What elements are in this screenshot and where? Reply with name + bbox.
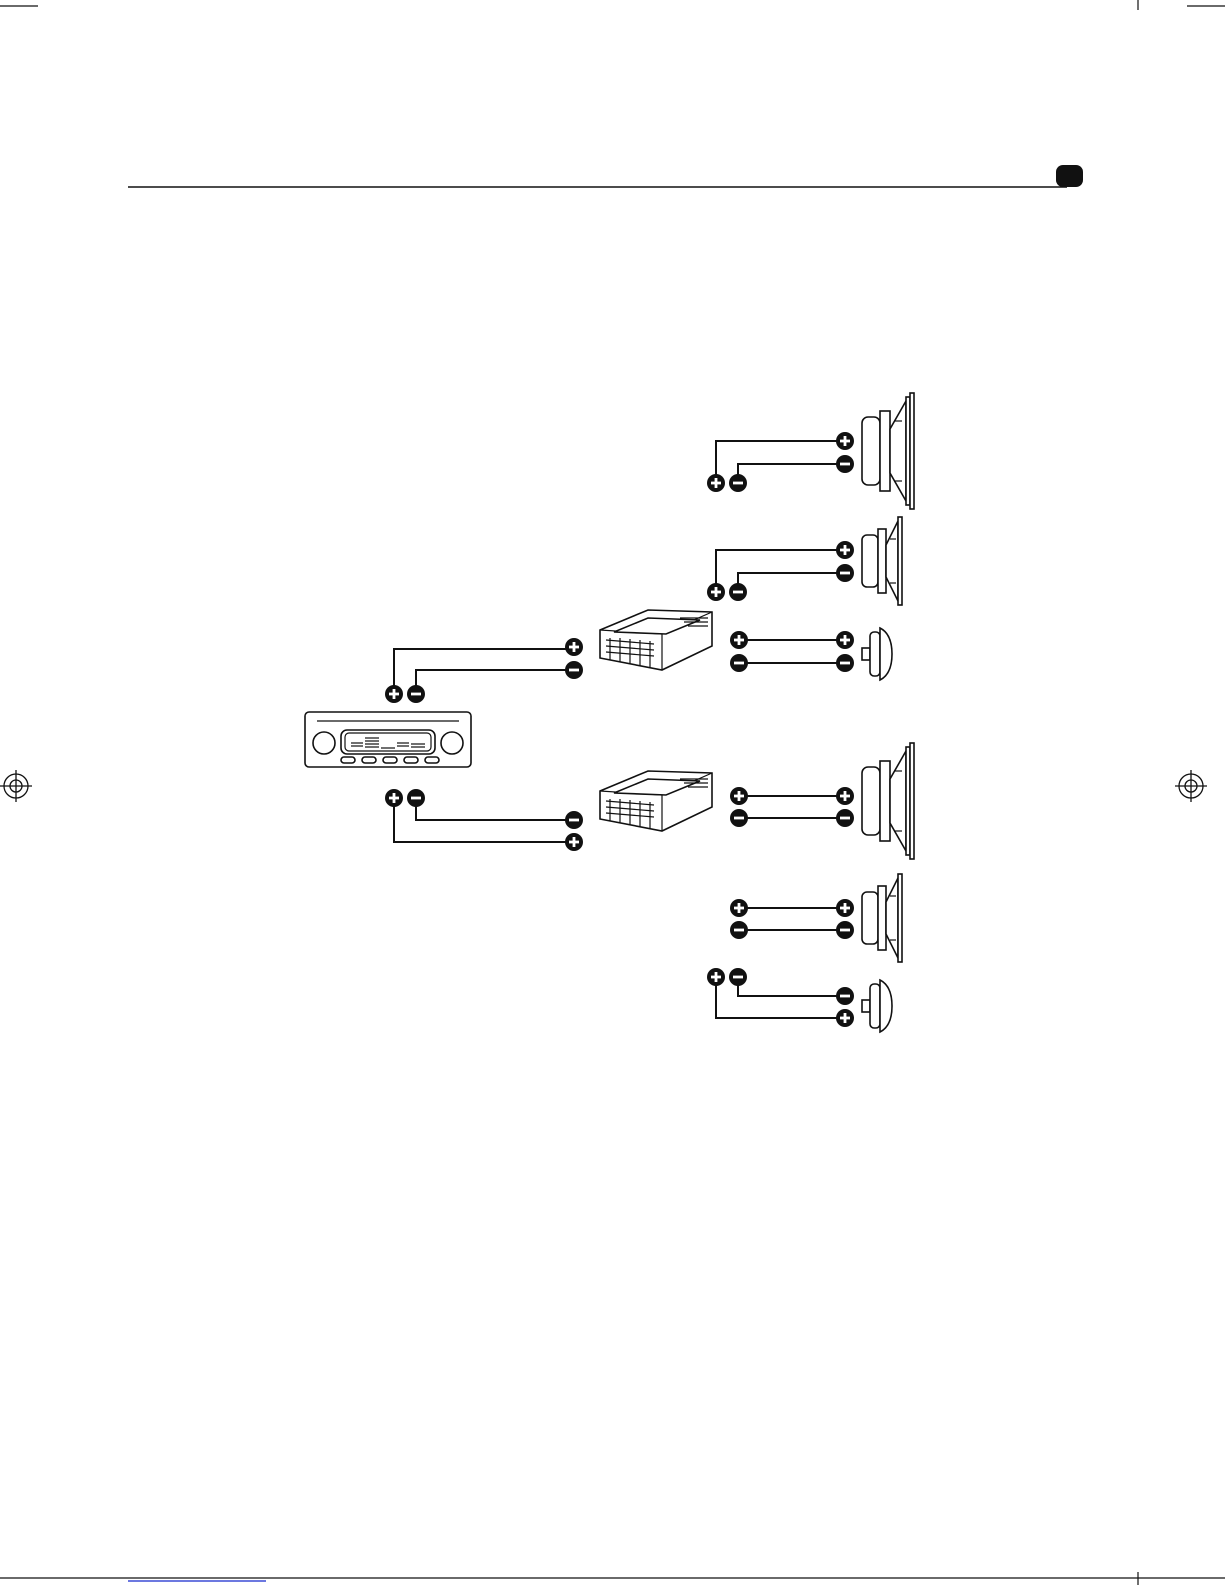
plus-terminal-icon <box>730 787 748 805</box>
minus-terminal-icon <box>407 685 425 703</box>
tweeter-icon <box>862 628 892 680</box>
head-unit-front-output <box>385 638 583 703</box>
registration-mark-right <box>1175 770 1207 802</box>
crossover-icon <box>600 771 712 831</box>
plus-terminal-icon <box>565 638 583 656</box>
minus-terminal-icon <box>565 661 583 679</box>
plus-terminal-icon <box>836 899 854 917</box>
plus-terminal-icon <box>730 899 748 917</box>
plus-terminal-icon <box>565 833 583 851</box>
front-woofer-small-wiring <box>707 541 854 601</box>
rear-woofer-large-wiring <box>730 787 854 827</box>
front-tweeter-wiring <box>730 631 854 672</box>
crossover-icon <box>600 610 712 670</box>
minus-terminal-icon <box>730 654 748 672</box>
minus-terminal-icon <box>730 921 748 939</box>
minus-terminal-icon <box>729 968 747 986</box>
minus-terminal-icon <box>836 564 854 582</box>
car-radio-icon <box>305 712 471 767</box>
midrange-speaker-icon <box>862 517 902 605</box>
page-tab <box>1056 165 1083 187</box>
midrange-speaker-icon <box>862 874 902 962</box>
tweeter-icon <box>862 980 892 1032</box>
plus-terminal-icon <box>707 474 725 492</box>
minus-terminal-icon <box>407 789 425 807</box>
plus-terminal-icon <box>836 1009 854 1027</box>
plus-terminal-icon <box>385 789 403 807</box>
plus-terminal-icon <box>385 685 403 703</box>
plus-terminal-icon <box>730 631 748 649</box>
minus-terminal-icon <box>729 474 747 492</box>
plus-terminal-icon <box>836 631 854 649</box>
rear-woofer-small-wiring <box>730 899 854 939</box>
minus-terminal-icon <box>836 654 854 672</box>
plus-terminal-icon <box>836 432 854 450</box>
plus-terminal-icon <box>707 968 725 986</box>
head-unit-rear-output <box>385 789 583 851</box>
minus-terminal-icon <box>836 455 854 473</box>
woofer-speaker-icon <box>862 743 914 859</box>
minus-terminal-icon <box>836 987 854 1005</box>
minus-terminal-icon <box>836 809 854 827</box>
front-woofer-large-wiring <box>707 432 854 492</box>
plus-terminal-icon <box>836 541 854 559</box>
registration-mark-left <box>0 770 32 802</box>
minus-terminal-icon <box>730 809 748 827</box>
plus-terminal-icon <box>707 583 725 601</box>
minus-terminal-icon <box>836 921 854 939</box>
rear-tweeter-wiring <box>707 968 854 1027</box>
minus-terminal-icon <box>565 811 583 829</box>
plus-terminal-icon <box>836 787 854 805</box>
minus-terminal-icon <box>729 583 747 601</box>
woofer-speaker-icon <box>862 393 914 509</box>
